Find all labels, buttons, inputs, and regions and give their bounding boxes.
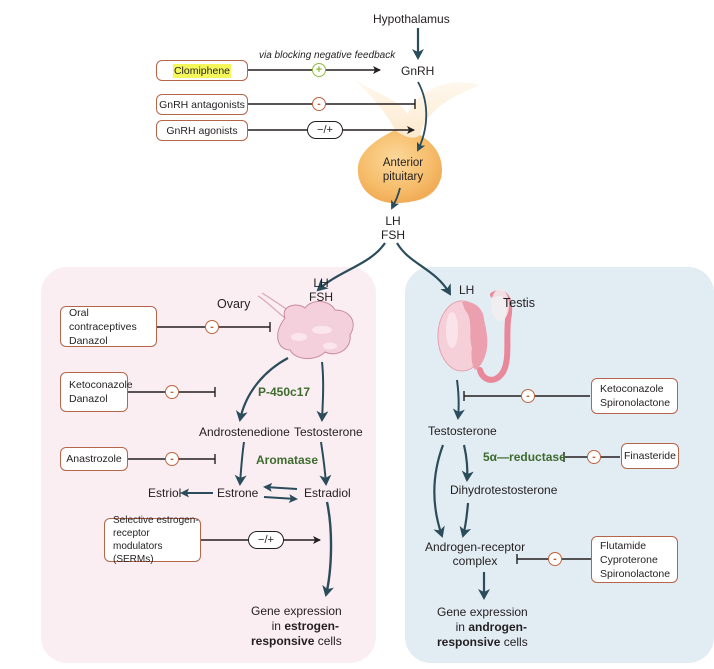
arrow-androstenedione-estrone [234,441,247,486]
stimulate-sign-clomiphene: + [312,63,326,77]
drug-line: Oral contraceptives [69,306,137,333]
estradiol-label: Estradiol [304,486,351,500]
arrow-estradiol-gene [322,501,334,597]
ovary-testosterone-label: Testosterone [294,425,363,439]
drug-line: Cyproterone [600,553,658,566]
inhibit-sign-ketoconazole-testis: - [521,389,535,403]
drug-line: Ketoconazole [69,379,133,391]
testis-illustration [437,289,513,383]
drug-box-oral-contraceptives[interactable]: Oral contraceptives Danazol [60,306,157,347]
drug-name-anastrozole: Anastrozole [66,453,122,465]
feedback-note: via blocking negative feedback [259,50,396,61]
drug-box-gnrh-agonists[interactable]: GnRH agonists [156,120,248,141]
gene-in: in [271,619,281,633]
estrone-label: Estrone [217,486,259,500]
drug-line: Flutamide [600,539,647,552]
lh-label: LH [385,214,401,228]
lh-fsh-label: LH FSH [373,214,413,242]
fsh-label: FSH [381,228,405,242]
complex-line1: Androgen-receptor [425,540,526,554]
gene-bold2: responsive [251,634,315,648]
androgen-receptor-complex: Androgen-receptor complex [425,540,525,568]
drug-line: Selective estrogen- [113,515,199,526]
ovary-lh-label: LH [313,276,329,290]
ovary-gene-expression: Gene expression in estrogen- responsive … [251,604,342,649]
testis-gene-expression: Gene expression in androgen- responsive … [437,605,528,650]
pituitary-label-line2: pituitary [382,171,424,183]
estriol-label: Estriol [148,486,182,500]
drug-box-ketoconazole-testis[interactable]: Ketoconazole Spironolactone [591,378,678,414]
drug-line: receptor modulators [113,528,163,552]
arrow-testosterone-dht [461,444,474,482]
hypothalamus-label: Hypothalamus [373,12,450,26]
mixed-sign-serms: −/+ [248,531,284,549]
drug-name-clomiphene: Clomiphene [172,63,232,78]
drug-line: Spironolactone [600,567,671,580]
arrow-testosterone-complex [433,444,445,538]
testis-lh-label: LH [459,283,475,297]
gene-bold2: responsive [437,635,501,649]
arrow-ovary-testosterone [316,361,329,422]
inhibit-sign-anastrozole: - [165,452,179,466]
inhibit-sign-finasteride: - [587,450,601,464]
arrow-to-testis [396,242,452,296]
arrow-gnrh-pituitary [416,81,428,152]
inhibit-sign-oral-contraceptives: - [205,320,219,334]
ovary-hormones: LH FSH [306,276,336,304]
enzyme-aromatase: Aromatase [256,453,319,467]
inhibit-sign-gnrh-antagonists: - [312,97,326,111]
arrow-estrone-estradiol [263,494,298,504]
gene-line1: Gene expression [437,605,528,619]
gene-in: in [455,620,465,634]
mixed-sign-gnrh-agonists: −/+ [307,121,343,139]
drug-line: (SERMs) [113,554,154,565]
drug-box-ketoconazole-ovary[interactable]: Ketoconazole Danazol [60,372,133,412]
drug-line: Danazol [69,393,108,405]
gene-bold1: estrogen- [284,619,339,633]
drug-box-clomiphene[interactable]: Clomiphene [156,60,248,81]
drug-line: Spironolactone [600,397,671,409]
arrow-dht-complex [459,502,472,538]
drug-box-anastrozole[interactable]: Anastrozole [60,447,128,471]
pituitary-label-line1: Anterior [382,157,424,169]
arrow-to-ovary [316,242,386,292]
ovary-fsh-label: FSH [309,290,333,304]
testis-testosterone-label: Testosterone [428,424,497,438]
drug-box-flutamide[interactable]: Flutamide Cyproterone Spironolactone [591,536,678,583]
gene-line1: Gene expression [251,604,342,618]
arrow-testosterone-estradiol [319,441,332,486]
enzyme-p450c17: P-450c17 [258,385,311,399]
drug-name-finasteride: Finasteride [624,450,676,462]
gene-tail: cells [317,634,342,648]
testis-label: Testis [503,296,535,310]
ovary-illustration [257,292,354,359]
pituitary-illustration [355,80,480,204]
arrow-pituitary-lhfsh [391,187,401,210]
inhibit-sign-ketoconazole-ovary: - [165,385,179,399]
ovary-label: Ovary [217,297,251,311]
drug-box-gnrh-antagonists[interactable]: GnRH antagonists [156,94,248,115]
androstenedione-label: Androstenedione [199,425,290,439]
arrow-testis-testosterone [452,379,465,420]
complex-line2: complex [452,554,498,568]
gene-tail: cells [503,635,528,649]
enzyme-5a-reductase: 5α—reductase [483,450,566,464]
drug-line: Danazol [69,334,108,347]
drug-box-serms[interactable]: Selective estrogen- receptor modulators … [104,515,201,565]
gnrh-label: GnRH [401,64,435,78]
arrow-ovary-androstenedione [235,357,289,422]
dht-label: Dihydrotestosterone [450,483,558,497]
drug-line: Ketoconazole [600,383,664,395]
gene-bold1: androgen- [468,620,527,634]
arrow-estradiol-estrone [263,482,298,492]
drug-name-gnrh-agonists: GnRH agonists [166,124,238,137]
drug-box-finasteride[interactable]: Finasteride [621,443,679,469]
pituitary-label: Anterior pituitary [373,156,433,184]
inhibit-sign-flutamide: - [548,552,562,566]
drug-name-gnrh-antagonists: GnRH antagonists [159,98,245,111]
